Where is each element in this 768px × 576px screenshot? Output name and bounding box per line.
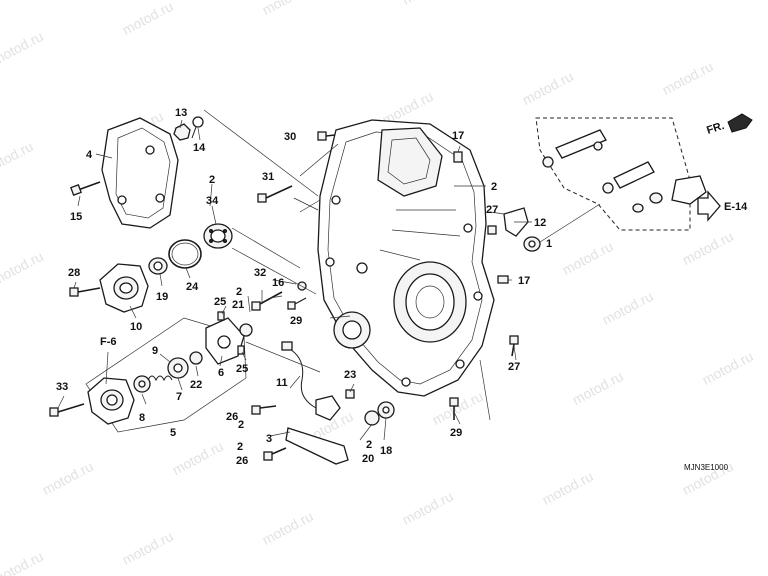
label-2-bolt: 2	[237, 441, 243, 453]
label-16: 16	[272, 277, 284, 289]
label-9: 9	[152, 345, 158, 357]
label-6: 6	[218, 367, 224, 379]
housing-5-part	[87, 377, 135, 425]
assembly-5-outline	[85, 317, 247, 433]
label-26-upper: 26	[226, 411, 238, 423]
label-8: 8	[139, 412, 145, 424]
seal-19-part	[148, 257, 168, 275]
spring-9-part	[147, 375, 173, 382]
label-25-top: 25	[214, 296, 226, 308]
label-20: 20	[362, 453, 374, 465]
ref-f6-label: F-6	[100, 336, 117, 348]
label-31: 31	[262, 171, 274, 183]
label-27-bottom: 27	[508, 361, 520, 373]
o-ring-24-part	[168, 239, 202, 269]
label-5: 5	[170, 427, 176, 439]
housing-10-part	[99, 263, 149, 313]
label-30: 30	[284, 131, 296, 143]
label-2-seal: 2	[236, 286, 242, 298]
bolt-31-part	[257, 185, 293, 203]
label-29-center: 29	[290, 315, 302, 327]
detail-box-outline	[535, 117, 691, 231]
label-7: 7	[176, 391, 182, 403]
plate-6-part	[205, 317, 245, 365]
label-15: 15	[70, 211, 82, 223]
fitting-part	[632, 175, 707, 213]
label-4: 4	[86, 149, 93, 161]
sensor-11-part	[281, 341, 341, 421]
label-2-case: 2	[491, 181, 497, 193]
label-32: 32	[254, 267, 266, 279]
label-29-bottom: 29	[450, 427, 462, 439]
crankcase-cover-part	[317, 119, 495, 397]
bolt-29-part	[287, 297, 307, 310]
label-26-lower: 26	[236, 455, 248, 467]
seal-20-part	[364, 410, 380, 426]
label-33: 33	[56, 381, 68, 393]
ref-front-label: FR.	[705, 120, 726, 137]
label-2-seal20: 2	[366, 439, 372, 451]
label-3: 3	[266, 433, 272, 445]
ref-arrow-icon	[697, 190, 721, 222]
clip-3-part	[285, 427, 349, 465]
front-arrow-icon	[727, 113, 753, 133]
label-23: 23	[344, 369, 356, 381]
bolt-15-part	[70, 181, 101, 196]
label-13: 13	[175, 107, 187, 119]
label-34: 34	[206, 195, 219, 207]
label-1: 1	[546, 238, 552, 250]
ref-e14-label: E-14	[724, 201, 748, 213]
label-28: 28	[68, 267, 80, 279]
pipe-lower-part	[602, 161, 655, 194]
bolt-27-part	[487, 225, 519, 357]
bolt-32-part	[251, 291, 283, 311]
label-14: 14	[193, 142, 206, 154]
cover-plate-part	[101, 117, 179, 229]
label-11: 11	[276, 377, 288, 389]
bolt-29b-part	[449, 397, 459, 420]
label-17-top: 17	[452, 130, 464, 142]
leader-lines	[57, 109, 601, 441]
callout-labels: 1 2 2 2 2 2 2 3 4 5 6 7 8 9 10 11 12 13 …	[56, 107, 552, 467]
bolt-28-part	[69, 287, 101, 297]
seal-21-part	[239, 323, 253, 337]
bolt-26b-part	[263, 447, 287, 461]
label-2-clip: 2	[238, 419, 244, 431]
rotor-7-part	[167, 357, 189, 379]
label-27-top: 27	[486, 204, 498, 216]
seal-1-part	[523, 236, 541, 252]
label-22: 22	[190, 379, 202, 391]
nut-13-part	[173, 123, 191, 141]
label-21: 21	[232, 299, 244, 311]
plug-23-part	[345, 389, 355, 399]
bolt-26-part	[251, 405, 277, 415]
seal-18-part	[377, 401, 395, 419]
bearing-34-part	[203, 223, 233, 249]
seal-8-part	[133, 375, 151, 393]
diagram-code: MJN3E1000	[684, 463, 729, 472]
label-17-right: 17	[518, 275, 530, 287]
ring-22-part	[189, 351, 203, 365]
pipe-upper-part	[542, 129, 607, 168]
label-19: 19	[156, 291, 168, 303]
label-10: 10	[130, 321, 142, 333]
label-25-bottom: 25	[236, 363, 248, 375]
bolt-33-part	[49, 403, 85, 417]
label-2-bearing: 2	[209, 174, 215, 186]
bolt-14-part	[191, 116, 204, 139]
label-18: 18	[380, 445, 392, 457]
label-12: 12	[534, 217, 546, 229]
label-24: 24	[186, 281, 199, 293]
pin-25-part	[217, 311, 245, 355]
